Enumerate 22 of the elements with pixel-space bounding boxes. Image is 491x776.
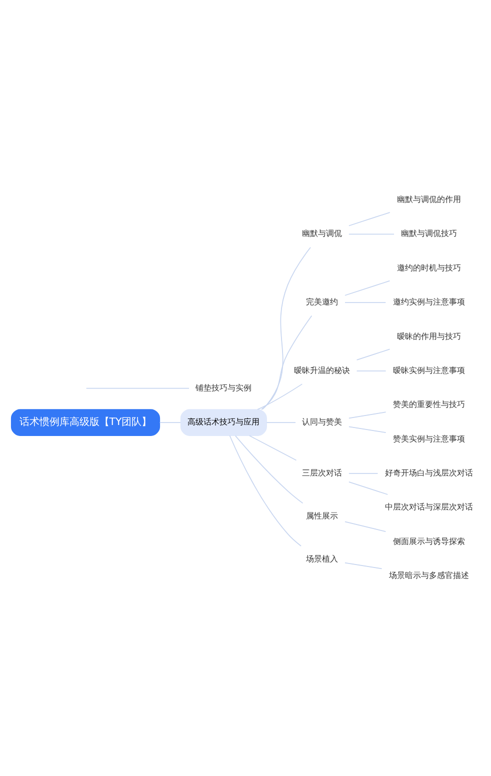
connector	[356, 348, 390, 360]
connector	[344, 521, 386, 532]
connector	[257, 384, 303, 410]
connector	[261, 315, 312, 410]
connector	[262, 246, 311, 410]
connector	[356, 370, 386, 372]
connector	[348, 212, 390, 226]
connector	[344, 302, 386, 303]
connector	[229, 435, 302, 546]
connector	[348, 234, 394, 235]
connector	[344, 562, 382, 570]
connector	[348, 481, 388, 495]
connector	[234, 435, 304, 504]
connector	[86, 388, 190, 389]
connector	[266, 422, 296, 423]
connector	[348, 473, 378, 474]
connector	[159, 422, 181, 423]
connector	[248, 435, 297, 461]
connector	[348, 426, 386, 433]
connector	[348, 412, 386, 419]
node-box: 话术惯例库高级版【TY团队】	[10, 409, 160, 436]
connector	[344, 280, 390, 296]
